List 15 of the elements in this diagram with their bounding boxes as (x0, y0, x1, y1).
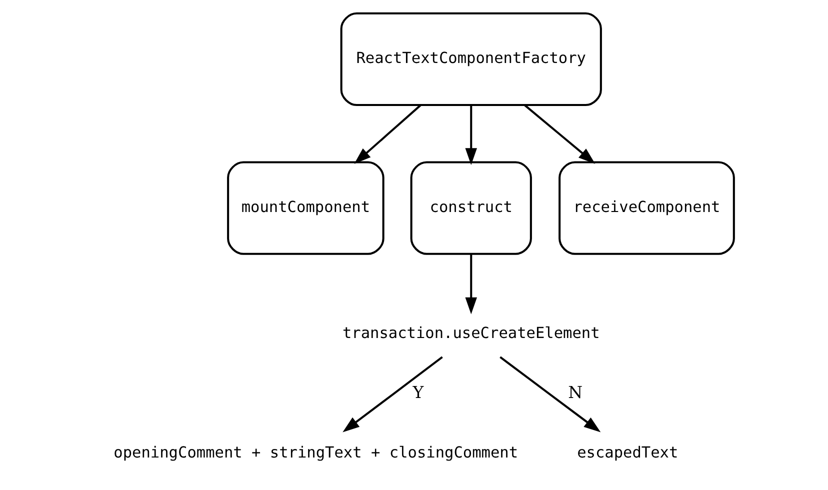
node-text: escapedText (576, 444, 678, 462)
node-box: mountComponent (226, 161, 384, 255)
arrow (354, 104, 421, 164)
arrow (342, 356, 442, 432)
node-box: ReactTextComponentFactory (340, 12, 602, 106)
node-text: openingComment + stringText + closingComment (113, 444, 518, 462)
arrow (464, 254, 477, 314)
node-text: transaction.useCreateElement (342, 324, 600, 342)
node-box: construct (410, 161, 532, 255)
edge-label: N (568, 383, 582, 402)
edge-label: Y (412, 383, 424, 402)
arrow (499, 356, 600, 432)
arrow (524, 104, 595, 164)
node-box: receiveComponent (558, 161, 734, 255)
arrow (464, 105, 477, 165)
